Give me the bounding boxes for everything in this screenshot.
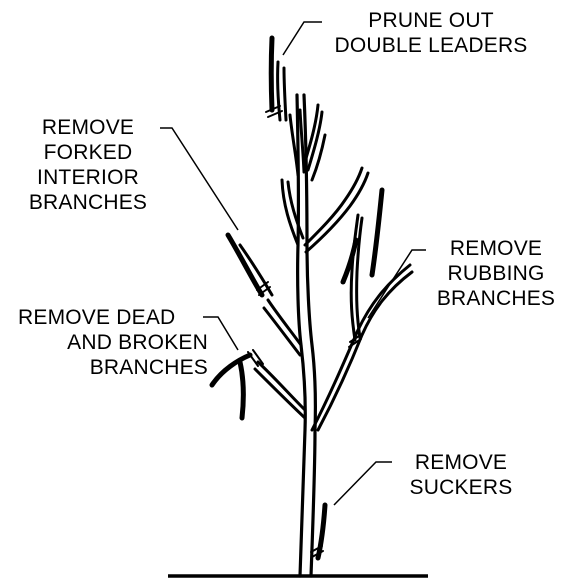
label-line: BRANCHES [428,286,564,311]
label-line: PRUNE OUT [322,8,540,33]
leader-lines [160,22,426,505]
upper-right-branch [305,168,382,275]
tree-crown [290,105,325,180]
label-line: AND BROKEN [18,330,208,355]
rubbing-branches [343,215,362,347]
label-line: REMOVE [428,236,564,261]
left-lower-branch [212,350,305,418]
label-line: BRANCHES [20,190,156,215]
label-dead-broken: REMOVE DEAD AND BROKEN BRANCHES [18,305,208,380]
label-double-leaders: PRUNE OUT DOUBLE LEADERS [322,8,540,58]
label-line: SUCKERS [396,475,526,500]
label-line: RUBBING [428,261,564,286]
leader-double-leaders [283,22,322,55]
right-main-branch [312,265,412,430]
double-leader [266,38,286,120]
tree-trunk [297,95,315,576]
label-line: REMOVE DEAD [18,305,208,330]
label-line: INTERIOR [20,165,156,190]
leader-dead-broken [203,317,238,350]
leader-forked-interior [160,128,238,230]
label-rubbing: REMOVE RUBBING BRANCHES [428,236,564,311]
label-line: DOUBLE LEADERS [322,33,540,58]
label-suckers: REMOVE SUCKERS [396,450,526,500]
label-line: REMOVE [20,115,156,140]
label-line: BRANCHES [18,355,208,380]
label-line: FORKED [20,140,156,165]
leader-suckers [334,462,392,505]
left-middle-branch [228,235,301,355]
label-line: REMOVE [396,450,526,475]
label-forked-interior: REMOVE FORKED INTERIOR BRANCHES [20,115,156,215]
